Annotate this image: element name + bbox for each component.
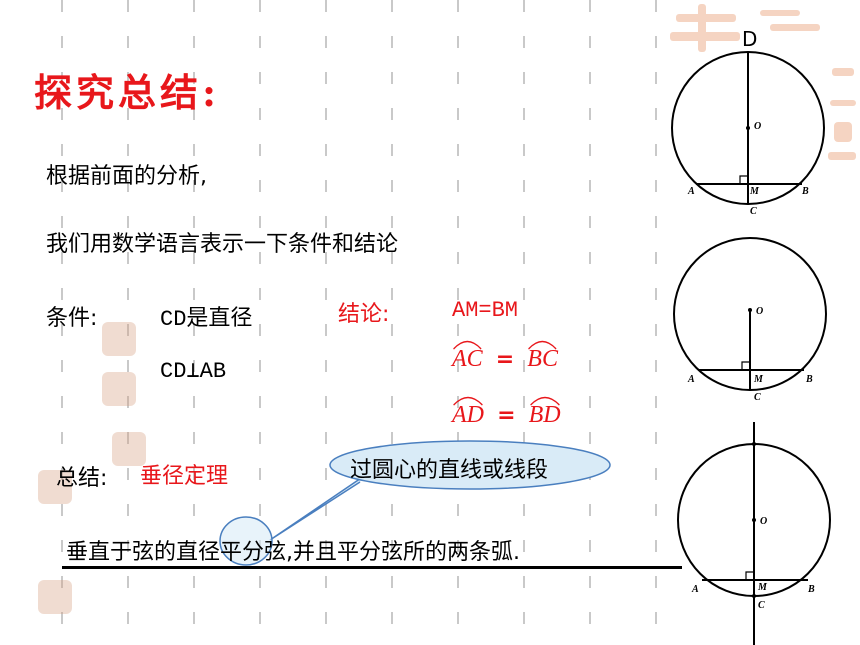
decorative-calligraphy <box>670 4 820 52</box>
circle-diagram-3: O A M B C <box>677 422 831 645</box>
arc-ac: AC <box>452 340 483 373</box>
svg-text:M: M <box>757 582 768 593</box>
arc-equation-2: AD = BD <box>452 396 561 429</box>
svg-text:B: B <box>801 186 809 197</box>
theorem-statement: 垂直于弦的直径平分弦,并且平分弦所的两条弧. <box>66 540 520 565</box>
equals-sign: = <box>497 403 516 428</box>
decorative-stamp <box>102 372 136 406</box>
svg-text:C: C <box>750 206 757 217</box>
condition-item-perpendicular: CD⊥AB <box>160 359 227 384</box>
callout-shape <box>219 440 611 566</box>
conclusion-label: 结论: <box>338 302 390 327</box>
svg-text:B: B <box>807 584 815 595</box>
svg-text:O: O <box>754 121 761 132</box>
svg-text:A: A <box>687 374 695 385</box>
svg-text:A: A <box>691 584 699 595</box>
arc-bc: BC <box>527 340 558 373</box>
svg-text:O: O <box>760 516 767 527</box>
page-title: 探究总结: <box>34 70 221 115</box>
svg-text:O: O <box>756 306 763 317</box>
decorative-stamp <box>112 432 146 466</box>
theorem-name: 垂径定理 <box>140 464 229 489</box>
arc-bd: BD <box>529 396 561 429</box>
decorative-stamp <box>102 322 136 356</box>
svg-text:M: M <box>753 374 764 385</box>
equals-sign: = <box>495 347 515 372</box>
svg-text:M: M <box>749 186 760 197</box>
condition-label: 条件: <box>46 306 98 331</box>
summary-label: 总结: <box>56 466 108 491</box>
circle-diagram-2: O A M B C <box>673 237 827 403</box>
svg-text:B: B <box>805 374 813 385</box>
statement-underline <box>62 566 682 569</box>
intro-line-2: 我们用数学语言表示一下条件和结论 <box>46 232 399 257</box>
condition-item-diameter: CD是直径 <box>160 307 253 332</box>
decorative-stamp <box>38 580 72 614</box>
svg-text:C: C <box>758 600 765 611</box>
circle-diagram-1: D O A M B C <box>671 27 825 217</box>
intro-line-1: 根据前面的分析, <box>46 164 207 189</box>
callout-text: 过圆心的直线或线段 <box>350 458 549 483</box>
arc-ad: AD <box>452 396 484 429</box>
svg-text:A: A <box>687 186 695 197</box>
arc-equation-1: AC = BC <box>452 340 558 373</box>
svg-text:D: D <box>742 27 757 51</box>
decorative-calligraphy-side <box>828 68 856 160</box>
svg-text:C: C <box>754 392 761 403</box>
decorative-stamp <box>38 470 72 504</box>
conclusion-am-bm: AM=BM <box>452 298 519 323</box>
